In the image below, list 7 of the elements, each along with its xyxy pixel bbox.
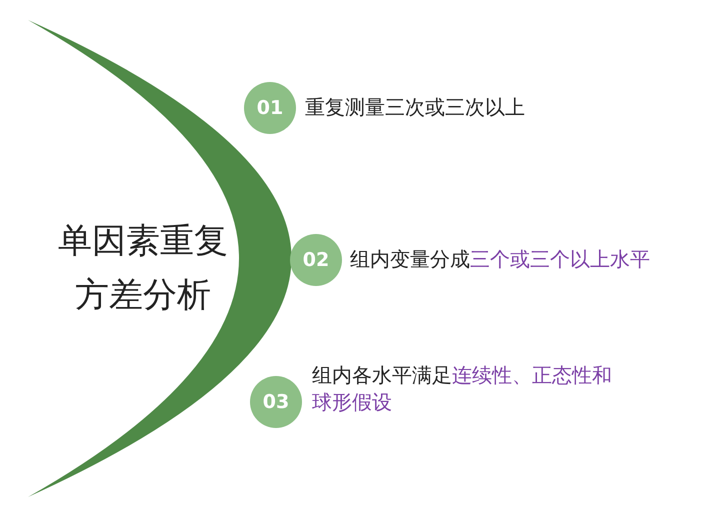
number-circle: 02 [290, 234, 342, 286]
number-circle: 03 [250, 376, 302, 428]
item-text: 组内各水平满足连续性、正态性和球形假设 [312, 362, 613, 416]
title-text: 单因素重复方差分析 [57, 220, 229, 317]
number-circle: 01 [244, 82, 296, 134]
item-text: 重复测量三次或三次以上 [305, 94, 526, 121]
item-text: 组内变量分成三个或三个以上水平 [350, 246, 651, 273]
